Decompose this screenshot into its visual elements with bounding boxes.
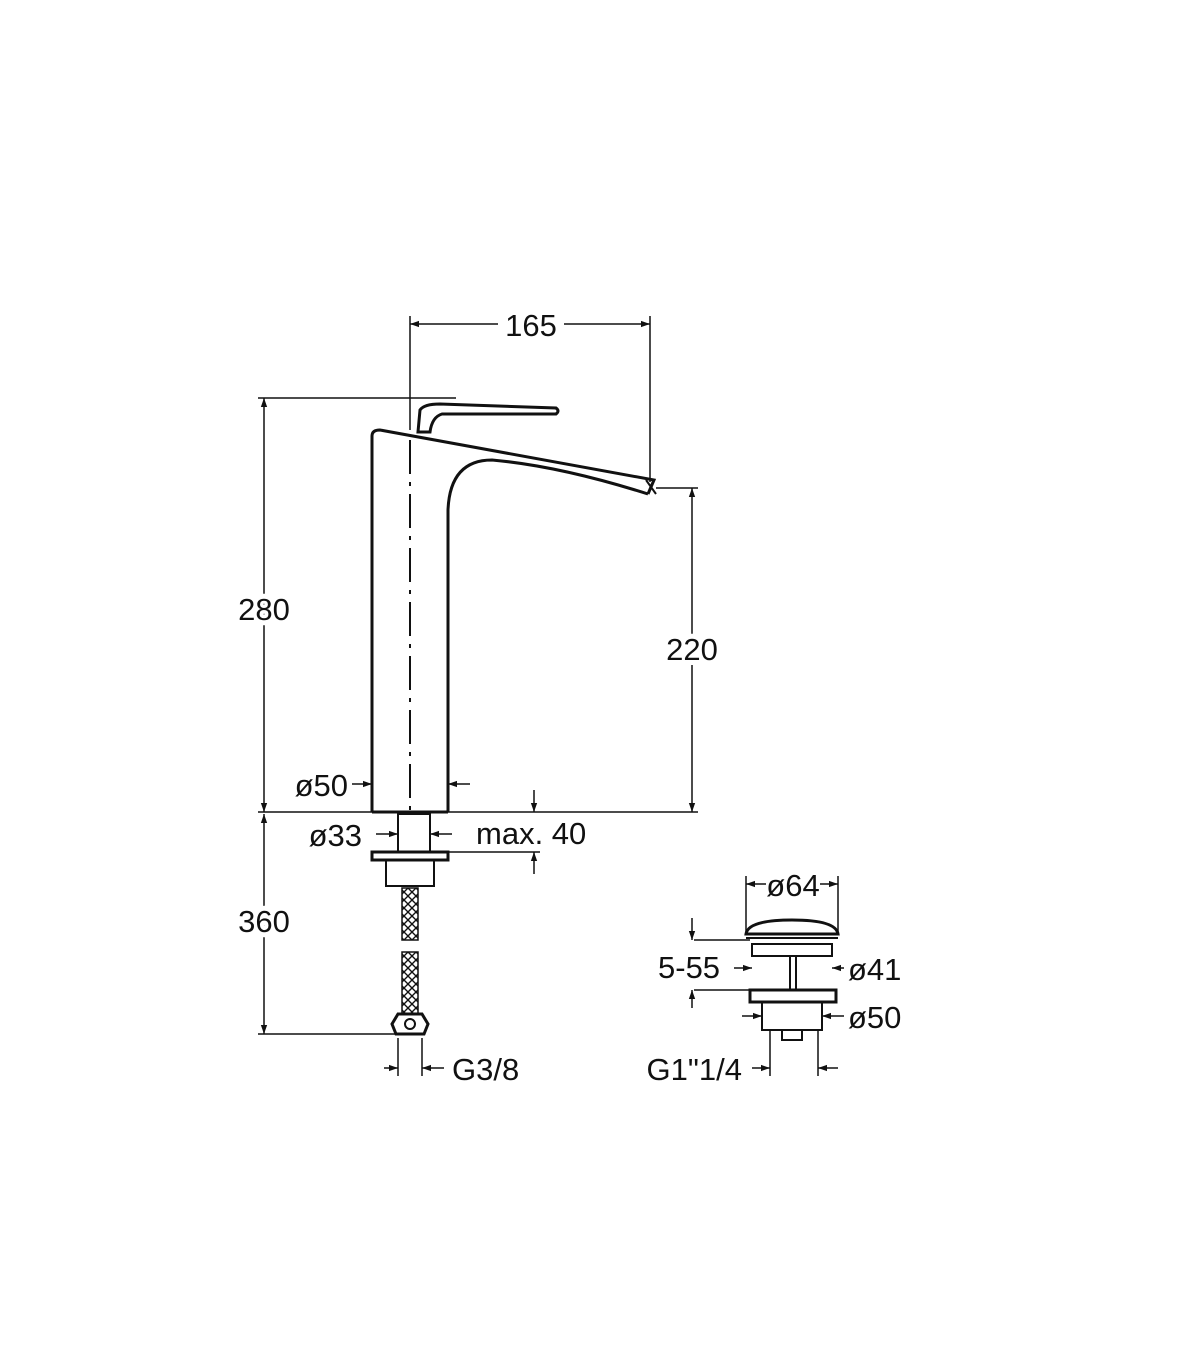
dim-shank-diameter: ø33 [309,818,452,853]
dim-label-drain-stem-diameter: ø41 [848,952,901,987]
dim-body-diameter: ø50 [295,768,470,803]
dim-width-165: 165 [409,308,651,482]
mounting-shank [370,813,450,887]
dim-drain-thread: G1"1/4 [647,1030,838,1087]
dim-label-220: 220 [666,632,718,667]
drain-outline [744,918,840,1041]
drain-cap [744,918,840,936]
dim-drain-flange-diameter: ø50 [742,1000,901,1035]
dim-label-165: 165 [505,308,557,343]
dim-below-deck-360: 360 [233,814,396,1035]
drain-flange-top [751,943,833,957]
dim-drain-thickness: 5-55 [658,918,750,1008]
dim-label-drain-cap-diameter: ø64 [766,868,819,903]
dim-label-280: 280 [238,592,290,627]
dim-label-hose-thread: G3/8 [452,1052,519,1087]
body-right-edge [446,458,649,812]
dim-drain-cap-diameter: ø64 [745,868,839,934]
dim-label-shank-diameter: ø33 [309,818,362,853]
drain-flange-bottom [748,988,838,1004]
dim-label-body-diameter: ø50 [295,768,348,803]
body-top-cap [370,428,657,495]
faucet-outline [370,402,657,814]
dim-height-220: 220 [448,487,723,813]
spout-tip [645,479,657,495]
dim-label-drain-flange-diameter: ø50 [848,1000,901,1035]
dim-drain-stem-diameter: ø41 [734,952,901,987]
dim-label-max-thickness: max. 40 [476,816,586,851]
dim-label-drain-thread: G1"1/4 [647,1052,742,1087]
lever-handle [416,402,560,434]
flexible-hose [390,887,430,1036]
drain-body [761,1001,823,1031]
dim-label-drain-thickness: 5-55 [658,950,720,985]
dim-max-thickness: max. 40 [448,790,586,874]
dim-label-360: 360 [238,904,290,939]
dim-height-280: 280 [233,397,456,813]
dim-hose-thread: G3/8 [384,1038,519,1087]
